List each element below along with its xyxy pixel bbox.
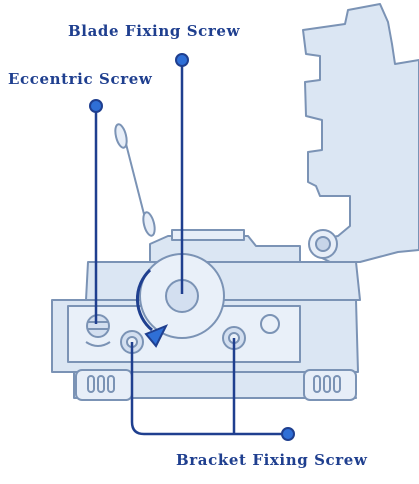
marker-dots bbox=[89, 53, 295, 441]
eccentric-screw bbox=[86, 314, 110, 338]
cotton-swab-icon bbox=[114, 123, 156, 237]
leader-lines bbox=[94, 60, 288, 436]
grip-slots bbox=[87, 375, 341, 393]
bracket-marker bbox=[281, 427, 295, 441]
bracket-leader bbox=[130, 342, 288, 436]
lid-arm bbox=[302, 3, 419, 263]
bracket-fixing-screw-label: Bracket Fixing Screw bbox=[176, 451, 368, 469]
eccentric-screw-label: Eccentric Screw bbox=[8, 70, 153, 88]
rotation-arrow-icon bbox=[135, 268, 153, 332]
eccentric-marker bbox=[89, 99, 103, 113]
blade-marker bbox=[175, 53, 189, 67]
blade-fixing-screw-label: Blade Fixing Screw bbox=[68, 22, 241, 40]
bottom-block bbox=[73, 371, 357, 399]
rotation-arrow-head bbox=[144, 324, 169, 348]
bracket-screws bbox=[120, 314, 280, 354]
